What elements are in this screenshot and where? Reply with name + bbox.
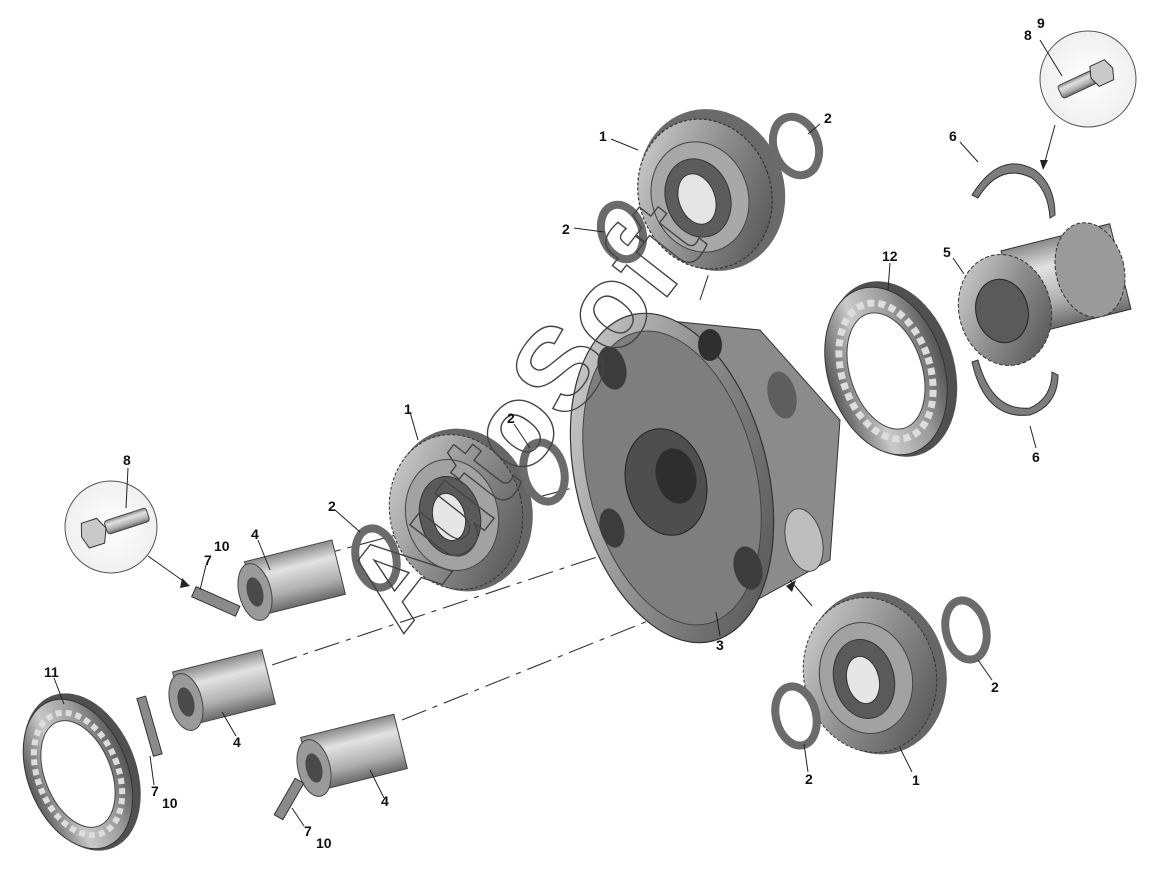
planet-axle-top [237,539,347,621]
callout-axle-bottom: 4 [381,793,389,809]
planet-axle-bottom [296,713,408,797]
planet-axle-middle [168,649,277,731]
callout-ring-left: 2 [328,498,336,514]
callout-lock-plate-bottom: 6 [1032,449,1040,465]
callout-strip-top-10: 10 [214,538,230,554]
lock-strip-middle [136,695,163,757]
bearing-12 [824,281,958,457]
callout-ring-bottom-right: 2 [991,679,999,695]
planet-carrier [569,312,841,644]
lock-strip-bottom [273,777,305,821]
callout-axle-top: 4 [251,526,259,542]
ring-top-right [768,112,824,180]
callout-bolt-top-8: 8 [1024,27,1032,43]
bearing-11 [22,693,141,851]
callout-gear-center: 1 [404,401,412,417]
planet-gear-center [388,428,533,592]
ring-center [519,438,569,506]
ring-bottom-right [941,596,991,664]
ring-left [351,524,401,592]
callout-sun-gear: 5 [943,244,951,260]
bolt-detail-top [1039,30,1137,170]
callout-labels: 1 2 2 8 9 6 12 5 6 2 1 8 2 4 7 10 3 1 2 … [44,15,1045,851]
lock-strip-top [190,586,241,617]
callout-carrier: 3 [716,637,724,653]
callout-bearing-12: 12 [882,248,898,264]
callout-bearing-11: 11 [44,664,59,680]
leader-lines [53,39,1063,827]
callout-ring-center: 2 [507,410,515,426]
callout-strip-mid-7: 7 [151,783,159,799]
callout-axle-middle: 4 [233,734,241,750]
callout-strip-mid-10: 10 [162,795,178,811]
callout-strip-bot-10: 10 [316,835,332,851]
callout-gear-top: 1 [599,128,607,144]
ring-top-left [596,200,648,264]
callout-ring-top-right: 2 [824,110,832,126]
callout-ring-bottom-left: 2 [805,771,813,787]
bolt-detail-left [64,480,190,588]
planet-gear-bottom [786,579,947,755]
callout-strip-top-7: 7 [204,552,212,568]
callout-lock-plate-top: 6 [949,128,957,144]
planet-gear-top [637,109,786,271]
callout-strip-bot-7: 7 [304,823,312,839]
callout-bolt-top-9: 9 [1037,15,1045,31]
sun-gear-shaft [957,222,1132,366]
lock-plate-bottom [971,359,1059,416]
callout-bolt-left-8: 8 [123,452,131,468]
lock-plate-top [971,163,1056,219]
callout-gear-bottom: 1 [912,772,920,788]
ring-bottom-left [771,682,821,750]
callout-ring-top-left: 2 [562,221,570,237]
